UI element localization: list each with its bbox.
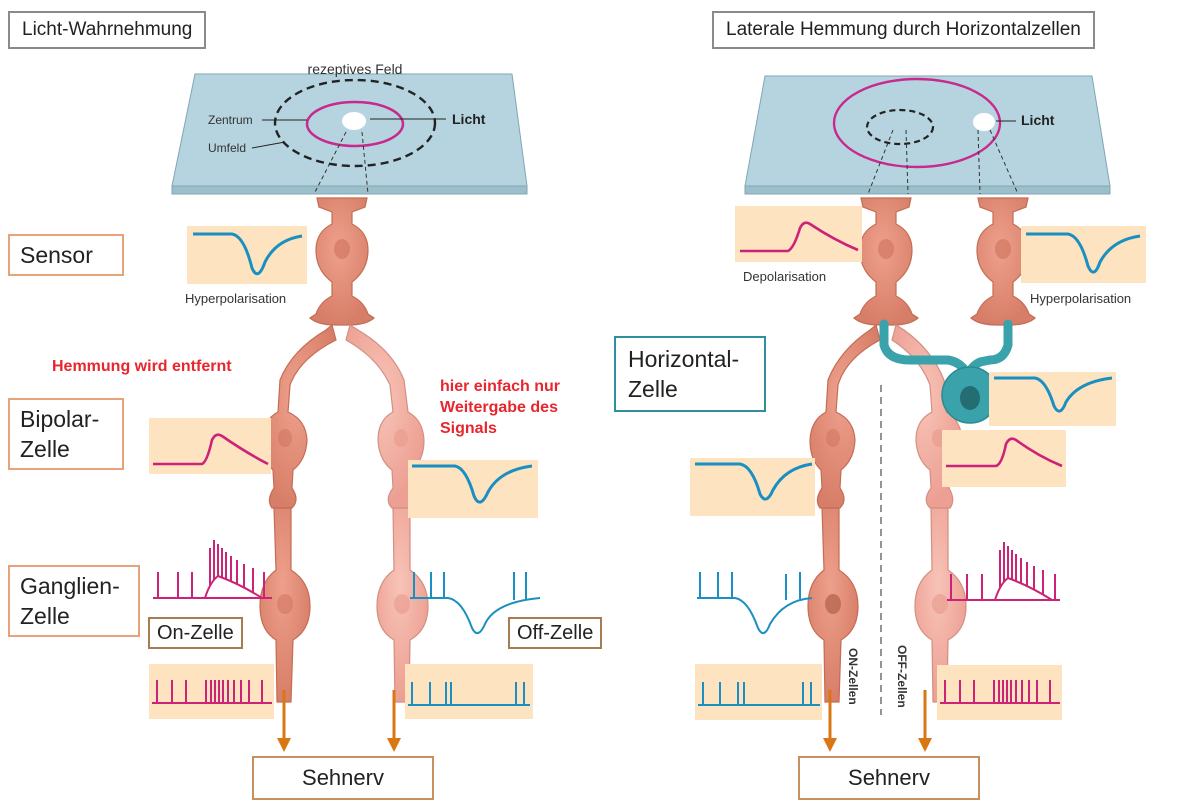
left-optic-nerve-label: Sehnerv bbox=[252, 756, 434, 800]
right-bipolar-on-trace-panel bbox=[690, 458, 815, 516]
left-retina-plate bbox=[171, 73, 528, 195]
right-bipolar-off-trace bbox=[946, 437, 1063, 468]
on-cells-label: ON-Zellen bbox=[846, 648, 860, 705]
right-light-label: Licht bbox=[1021, 112, 1055, 128]
right-hyperpolarisation-label: Hyperpolarisation bbox=[1030, 291, 1131, 306]
sensor-label: Sensor bbox=[8, 234, 124, 276]
left-ganglion-off-spike-trace bbox=[410, 572, 541, 635]
ganglion-cell-label-line1: Ganglien- bbox=[20, 573, 120, 599]
horizontal-cell-label-line1: Horizontal- bbox=[628, 346, 740, 372]
left-bipolar-on-cell bbox=[261, 323, 337, 509]
right-bipolar-on-cell bbox=[809, 323, 881, 509]
left-light-label: Licht bbox=[452, 111, 486, 127]
right-bipolar-on-trace bbox=[695, 462, 813, 501]
horizontal-cell-label: Horizontal- Zelle bbox=[614, 336, 766, 412]
bipolar-cell-label: Bipolar- Zelle bbox=[8, 398, 124, 470]
right-arrow-on bbox=[823, 690, 837, 752]
right-retina-plate bbox=[744, 75, 1111, 195]
note-signal-passthrough-line2: Weitergabe des bbox=[440, 399, 558, 416]
bipolar-cell-label-line1: Bipolar- bbox=[20, 406, 100, 432]
right-ganglion-off-spike-trace bbox=[947, 542, 1060, 601]
left-title: Licht-Wahrnehmung bbox=[8, 11, 207, 49]
sensor-hyperpolarisation-trace bbox=[193, 232, 303, 276]
note-inhibition-removed: Hemmung wird entfernt bbox=[52, 358, 232, 375]
right-on-spike-panel bbox=[695, 664, 822, 720]
horizontal-trace bbox=[994, 376, 1113, 413]
left-ganglion-on-spike-trace bbox=[153, 540, 272, 599]
right-on-spike-train bbox=[698, 682, 820, 706]
note-signal-passthrough-line3: Signals bbox=[440, 420, 497, 437]
left-bipolar-on-trace bbox=[153, 433, 269, 466]
bipolar-cell-label-line2: Zelle bbox=[20, 436, 70, 462]
off-cells-label: OFF-Zellen bbox=[895, 645, 909, 708]
receptive-field-label: rezeptives Feld bbox=[308, 61, 403, 77]
right-photoreceptor-center bbox=[853, 197, 919, 326]
left-off-spike-panel bbox=[405, 664, 533, 719]
right-center-ring bbox=[865, 108, 935, 146]
left-photoreceptor-cell bbox=[309, 197, 375, 326]
horizontal-cell-label-line2: Zelle bbox=[628, 376, 678, 402]
right-hyperpolarisation-trace bbox=[1026, 232, 1141, 274]
depolarisation-trace bbox=[740, 221, 859, 253]
right-surround-ring bbox=[832, 77, 1002, 169]
on-cell-label: On-Zelle bbox=[148, 617, 243, 649]
depolarisation-label: Depolarisation bbox=[743, 269, 826, 284]
right-optic-nerve-label: Sehnerv bbox=[798, 756, 980, 800]
horizontal-cell bbox=[879, 319, 1013, 424]
left-hyperpolarisation-label: Hyperpolarisation bbox=[185, 291, 286, 306]
left-center-ring bbox=[305, 100, 405, 148]
left-surround-ring bbox=[273, 78, 437, 168]
off-cell-label: Off-Zelle bbox=[508, 617, 603, 649]
left-off-spike-train bbox=[408, 682, 530, 706]
note-signal-passthrough-line1: hier einfach nur bbox=[440, 378, 561, 395]
right-title: Laterale Hemmung durch Horizontalzellen bbox=[712, 11, 1095, 49]
right-light-spot bbox=[973, 113, 995, 131]
left-bipolar-off-trace bbox=[412, 464, 533, 504]
center-label: Zentrum bbox=[208, 113, 253, 127]
surround-label: Umfeld bbox=[208, 141, 246, 155]
left-arrow-off bbox=[387, 690, 401, 752]
left-light-spot bbox=[342, 112, 366, 130]
note-signal-passthrough: hier einfach nur Weitergabe des Signals bbox=[440, 376, 560, 439]
right-off-spike-train bbox=[940, 680, 1060, 704]
right-arrow-off bbox=[918, 690, 932, 752]
left-on-spike-train bbox=[152, 680, 272, 704]
ganglion-cell-label-line2: Zelle bbox=[20, 603, 70, 629]
ganglion-cell-label: Ganglien- Zelle bbox=[8, 565, 140, 637]
left-arrow-on bbox=[277, 690, 291, 752]
right-ganglion-on-spike-trace bbox=[697, 572, 813, 635]
